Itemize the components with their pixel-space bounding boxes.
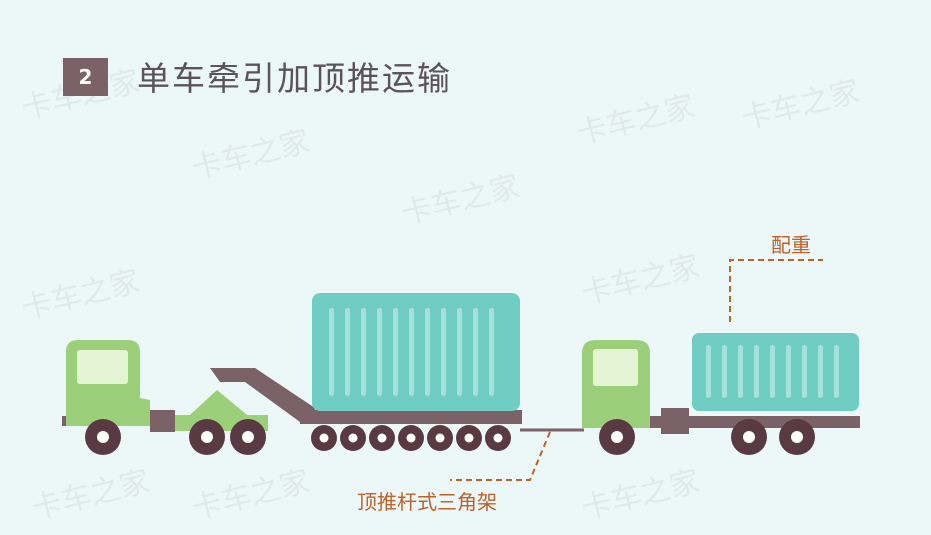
- trailer-gooseneck: [210, 368, 315, 422]
- lowbed-trailer: [210, 293, 522, 451]
- wheel: [599, 419, 635, 455]
- pusher-chassis-link: [661, 408, 689, 434]
- pusher-truck: [582, 333, 860, 455]
- push-rod-label: 顶推杆式三角架: [357, 490, 497, 514]
- wheel: [230, 419, 266, 455]
- tractor-cab-window: [77, 350, 128, 384]
- container-ribs: [329, 308, 494, 396]
- counterweight-ribs: [706, 345, 839, 398]
- counterweight-block: [692, 333, 859, 411]
- front-tractor: [62, 340, 268, 455]
- cargo-container: [312, 293, 520, 411]
- wheel: [340, 425, 366, 451]
- wheel: [485, 425, 511, 451]
- trailer-deck: [300, 410, 522, 424]
- wheel: [85, 419, 121, 455]
- push-rod-leader-line: [450, 431, 551, 481]
- pusher-cab-window: [593, 349, 638, 386]
- wheel: [398, 425, 424, 451]
- counterweight-label: 配重: [771, 233, 811, 257]
- wheel: [731, 419, 767, 455]
- wheel: [456, 425, 482, 451]
- wheel: [189, 419, 225, 455]
- diagram-title: 单车牵引加顶推运输: [137, 59, 452, 98]
- wheel: [779, 419, 815, 455]
- step-number-badge: 2: [63, 58, 108, 96]
- wheel: [427, 425, 453, 451]
- wheel: [311, 425, 337, 451]
- wheel: [369, 425, 395, 451]
- counterweight-leader-line: [729, 259, 823, 322]
